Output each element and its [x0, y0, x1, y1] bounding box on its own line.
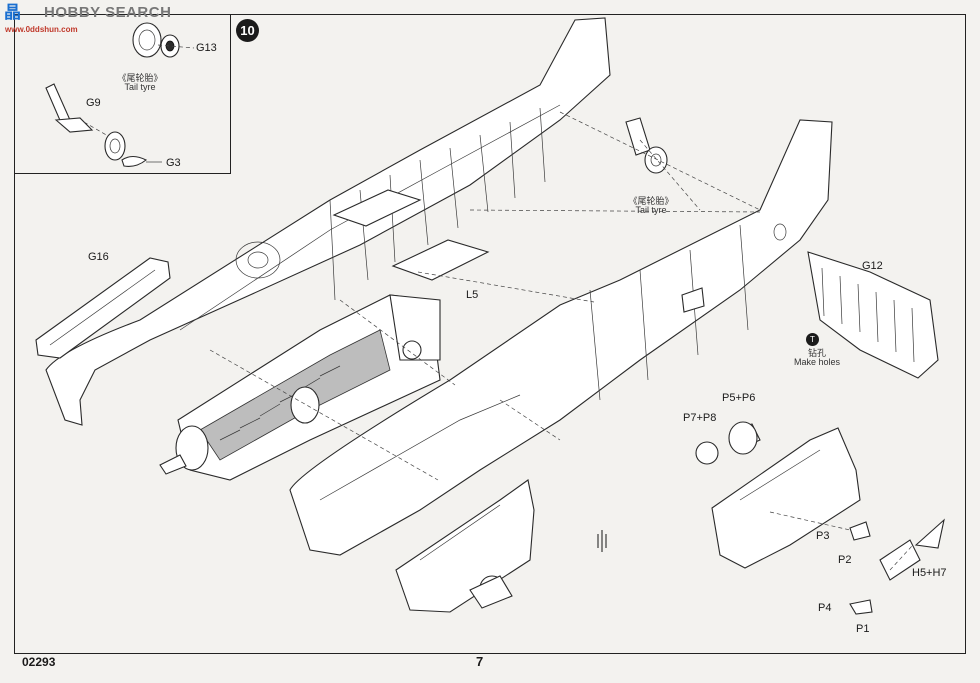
part-label-p1: P1 — [856, 623, 870, 635]
page-frame — [14, 14, 966, 654]
inset-tail-tyre-en: Tail tyre — [124, 82, 156, 92]
engine-drawing — [159, 294, 441, 481]
drill-label-en: Make holes — [793, 357, 841, 367]
watermark-url: www.0ddshun.com — [5, 25, 78, 34]
tail-wheel-drawing — [625, 117, 668, 174]
inset-tail-tyre-cn: 《尾轮胎》 — [117, 73, 163, 83]
part-label-g13: G13 — [196, 42, 217, 54]
part-label-p3: P3 — [816, 530, 830, 542]
page-number: 7 — [476, 654, 484, 669]
part-label-g16: G16 — [88, 251, 109, 263]
registration-mark — [597, 530, 607, 552]
drill-icon: T — [806, 333, 819, 346]
part-label-g12: G12 — [862, 260, 883, 272]
cowling-left-drawing — [395, 479, 535, 613]
watermark-cn: 晶 — [4, 3, 22, 22]
cowling-right-drawing — [695, 421, 945, 615]
part-label-h5-h7: H5+H7 — [912, 567, 947, 579]
tail-tyre-cn: 《尾轮胎》 — [628, 196, 674, 206]
tail-tyre-en: Tail tyre — [635, 205, 667, 215]
step-number-badge: 10 — [236, 19, 259, 42]
drill-label-cn: 钻孔 — [807, 348, 826, 358]
part-label-g3: G3 — [166, 157, 181, 169]
part-label-g9: G9 — [86, 97, 101, 109]
fuselage-right-half-drawing — [289, 119, 833, 556]
inset-tail-wheel-drawing — [45, 22, 195, 167]
watermark-en: HOBBY SEARCH — [44, 4, 172, 21]
part-label-p5-p6: P5+P6 — [722, 392, 756, 404]
inset-box — [14, 14, 231, 174]
assembly-guide-lines — [209, 111, 913, 571]
part-label-p2: P2 — [838, 554, 852, 566]
part-label-p4: P4 — [818, 602, 832, 614]
part-label-p7-p8: P7+P8 — [683, 412, 717, 424]
kit-code: 02293 — [22, 655, 56, 669]
plate-l5-drawing — [391, 239, 490, 281]
part-label-l5: L5 — [466, 289, 479, 301]
